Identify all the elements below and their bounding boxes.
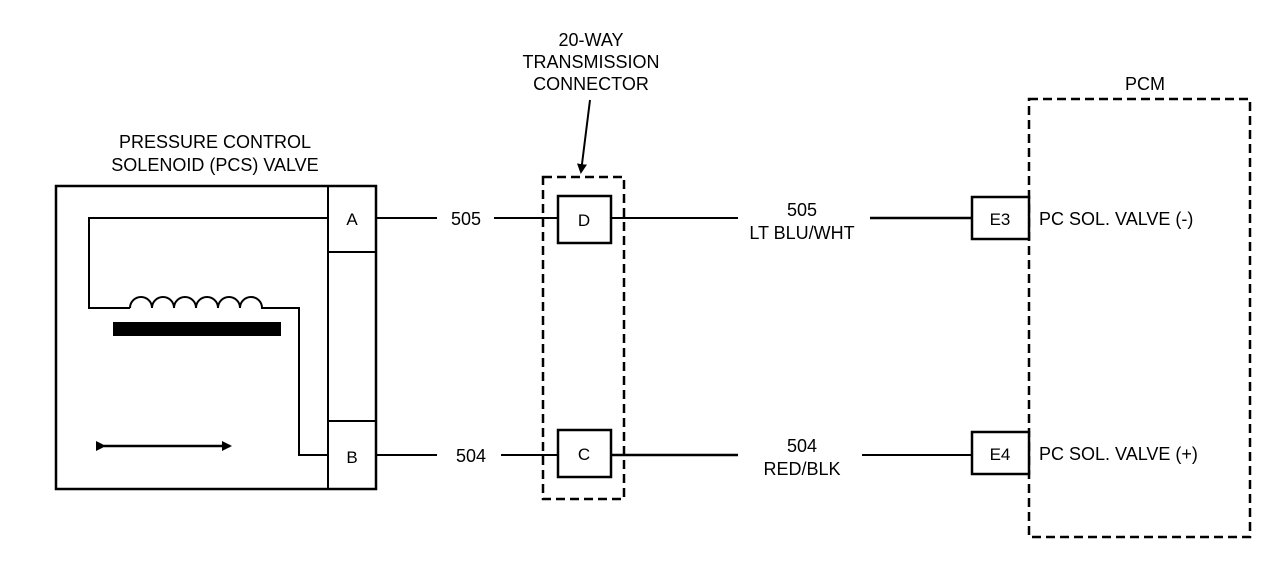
pcm-label-e4: PC SOL. VALVE (+) [1039,444,1198,464]
connector-title-line1: 20-WAY [558,30,623,50]
connector-outline [541,175,626,501]
solenoid-terminal-strip [327,185,377,490]
pcm-pin-e4-box [970,430,1031,476]
solenoid-title-line2: SOLENOID (PCS) VALVE [111,155,318,175]
wire-504-left-label: 504 [456,446,486,466]
pcm-title: PCM [1125,74,1165,94]
pcm-pin-e4: E4 [990,445,1011,464]
connector-pin-c: C [578,445,590,464]
pcm-outline [1027,97,1252,539]
solenoid-pin-b: B [346,448,357,467]
wire-505-right-circuit: 505 [787,200,817,220]
connector-pin-d-box [556,194,613,245]
solenoid-pin-a: A [346,210,358,229]
pcm-pin-e3: E3 [990,210,1011,229]
wire-505-left-label: 505 [451,209,481,229]
solenoid-title-line1: PRESSURE CONTROL [119,132,311,152]
pcm-pin-e3-box [970,195,1031,241]
pcm-label-e3: PC SOL. VALVE (-) [1039,209,1193,229]
solenoid-plunger [113,322,281,336]
connector-title-line2: TRANSMISSION [522,52,659,72]
connector-pin-d: D [578,211,590,230]
solenoid-internal-wire-a [88,217,328,309]
connector-pointer-arrow-icon [577,99,591,174]
connector-pin-c-box [556,428,613,479]
solenoid-internal-wire-b [265,307,328,456]
connector-title-line3: CONNECTOR [533,74,649,94]
wire-505-right-color: LT BLU/WHT [749,223,854,243]
solenoid-coil-icon [129,296,265,309]
wire-504-right-color: RED/BLK [763,459,840,479]
wire-504-right-circuit: 504 [787,436,817,456]
